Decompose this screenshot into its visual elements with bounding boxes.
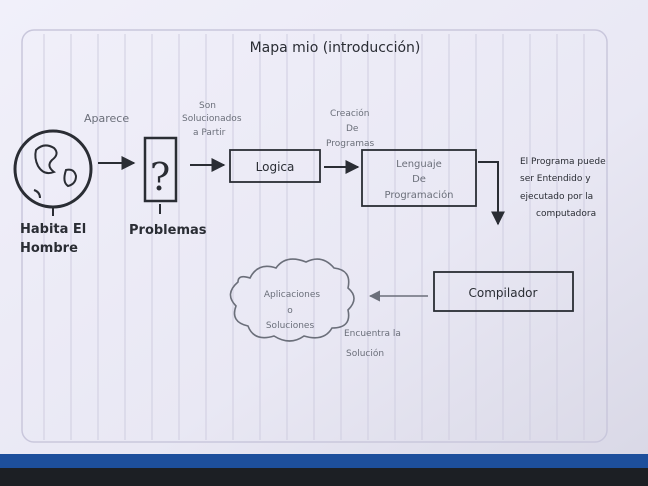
page-frame <box>21 29 608 443</box>
paper-sheet <box>0 0 648 462</box>
edge-label-de: De <box>346 124 359 134</box>
page-title: Mapa mio (introducción) <box>250 40 421 56</box>
edge-label-encuentra: Encuentra la <box>344 329 401 339</box>
cloud-line3: Soluciones <box>266 321 315 331</box>
logic-label: Logica <box>256 160 295 174</box>
edge-label-solucion: Solución <box>346 348 384 359</box>
edge-label-creacion: Creación <box>330 108 370 119</box>
binder-edge <box>0 454 648 468</box>
note-line3: ejecutado por la <box>520 192 593 202</box>
edge-label-a-partir: a Partir <box>193 128 226 138</box>
edge-label-solucionados: Solucionados <box>182 114 242 124</box>
cloud-line2: o <box>287 306 293 316</box>
language-box <box>361 149 477 207</box>
language-line1: Lenguaje <box>396 159 442 170</box>
problem-label: Problemas <box>129 223 207 238</box>
edge-label-son: Son <box>199 101 216 111</box>
question-mark-icon: ? <box>150 155 170 199</box>
note-line4: computadora <box>536 209 596 219</box>
ruled-lines <box>43 34 585 440</box>
compiler-label: Compilador <box>469 286 538 300</box>
note-line2: ser Entendido y <box>520 174 591 184</box>
edge-label-programas: Programas <box>326 139 374 149</box>
language-line2: De <box>412 174 426 185</box>
edge-label-aparece: Aparece <box>84 112 129 125</box>
compiler-box <box>433 271 574 312</box>
earth-label-line1: Habita El <box>20 222 86 237</box>
cloud-line1: Aplicaciones <box>264 290 321 300</box>
earth-label-line2: Hombre <box>20 241 78 256</box>
problem-box <box>143 136 178 203</box>
language-line3: Programación <box>384 189 453 201</box>
logic-box <box>229 149 321 183</box>
note-line1: El Programa puede <box>520 157 606 167</box>
solutions-cloud <box>229 258 355 342</box>
arrow-language-compiler <box>478 161 505 226</box>
